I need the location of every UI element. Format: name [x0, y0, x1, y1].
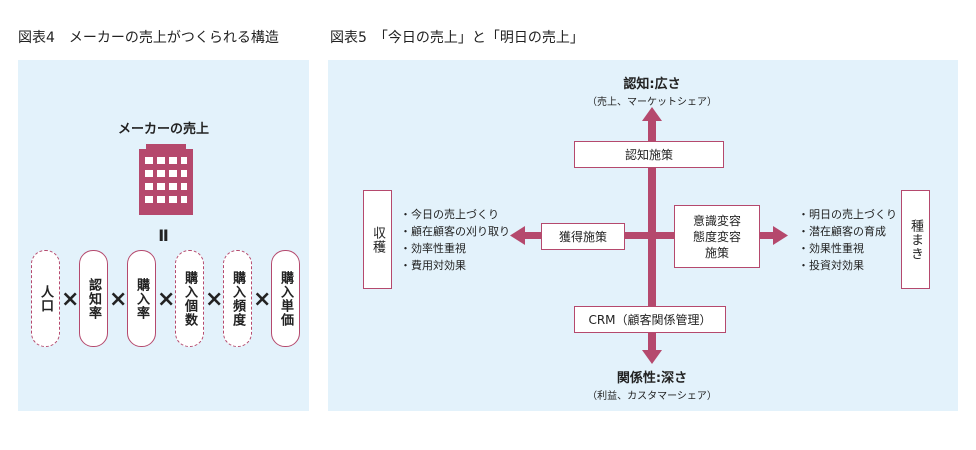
sowing-label: 種まき [908, 218, 923, 261]
sowing-list: ・明日の売上づくり ・潜在顧客の育成 ・効果性重視 ・投資対効果 [798, 206, 897, 274]
bottom-axis-sublabel: （利益、カスタマーシェア） [587, 391, 717, 402]
factor-purchase-frequency: 購入頻度 [223, 250, 252, 347]
factor-awareness-rate: 認知率 [79, 250, 108, 347]
factor-label: 人口 [38, 284, 53, 313]
top-axis-label: 認知:広さ [623, 77, 681, 92]
multiply-sign: × [253, 287, 272, 312]
factor-population: 人口 [31, 250, 60, 347]
building-icon [139, 144, 193, 215]
attitude-line: 施策 [704, 245, 729, 260]
harvest-box: 収穫 [363, 190, 392, 289]
multiply-sign: × [61, 287, 80, 312]
list-item: ・費用対効果 [400, 259, 466, 272]
attitude-change-box: 意識変容 態度変容 施策 [674, 205, 760, 268]
awareness-measures-box: 認知施策 [574, 141, 724, 168]
factor-label: 購入個数 [182, 270, 197, 327]
multiply-sign: × [205, 287, 224, 312]
factor-label: 購入単価 [278, 270, 293, 327]
multiply-sign: × [109, 287, 128, 312]
factor-purchase-quantity: 購入個数 [175, 250, 204, 347]
top-axis-sublabel: （売上、マーケットシェア） [587, 97, 717, 108]
fig4-panel: メーカーの売上 Ⅱ 人口 × 認知率 × 購入率 × 購入個数 × 購入頻度 ×… [18, 60, 309, 411]
fig5-panel: 認知:広さ （売上、マーケットシェア） 関係性:深さ （利益、カスタマーシェア）… [328, 60, 958, 411]
fig5-title: 図表5 「今日の売上」と「明日の売上」 [330, 30, 584, 46]
list-item: ・効果性重視 [798, 242, 864, 255]
sowing-box: 種まき [901, 190, 930, 289]
list-item: ・顧在顧客の刈り取り [400, 225, 510, 238]
bottom-axis-label: 関係性:深さ [616, 371, 688, 386]
acquisition-measures-box: 獲得施策 [541, 223, 625, 250]
fig4-title: 図表4 メーカーの売上がつくられる構造 [18, 30, 279, 46]
list-item: ・潜在顧客の育成 [798, 225, 886, 238]
factor-label: 認知率 [86, 277, 101, 320]
attitude-line: 態度変容 [692, 229, 741, 244]
list-item: ・明日の売上づくり [798, 208, 897, 221]
attitude-line: 意識変容 [692, 213, 741, 228]
maker-sales-heading: メーカーの売上 [117, 122, 209, 137]
factor-label: 購入率 [134, 277, 149, 320]
harvest-list: ・今日の売上づくり ・顧在顧客の刈り取り ・効率性重視 ・費用対効果 [400, 206, 510, 274]
list-item: ・今日の売上づくり [400, 208, 499, 221]
factor-purchase-rate: 購入率 [127, 250, 156, 347]
cross-arrows [510, 107, 788, 364]
factor-label: 購入頻度 [230, 270, 245, 327]
list-item: ・投資対効果 [798, 259, 864, 272]
equals-sign: Ⅱ [158, 226, 169, 245]
harvest-label: 収穫 [370, 225, 385, 254]
list-item: ・効率性重視 [400, 242, 466, 255]
multiply-sign: × [157, 287, 176, 312]
crm-box: CRM（顧客関係管理） [574, 306, 726, 333]
factor-unit-price: 購入単価 [271, 250, 300, 347]
